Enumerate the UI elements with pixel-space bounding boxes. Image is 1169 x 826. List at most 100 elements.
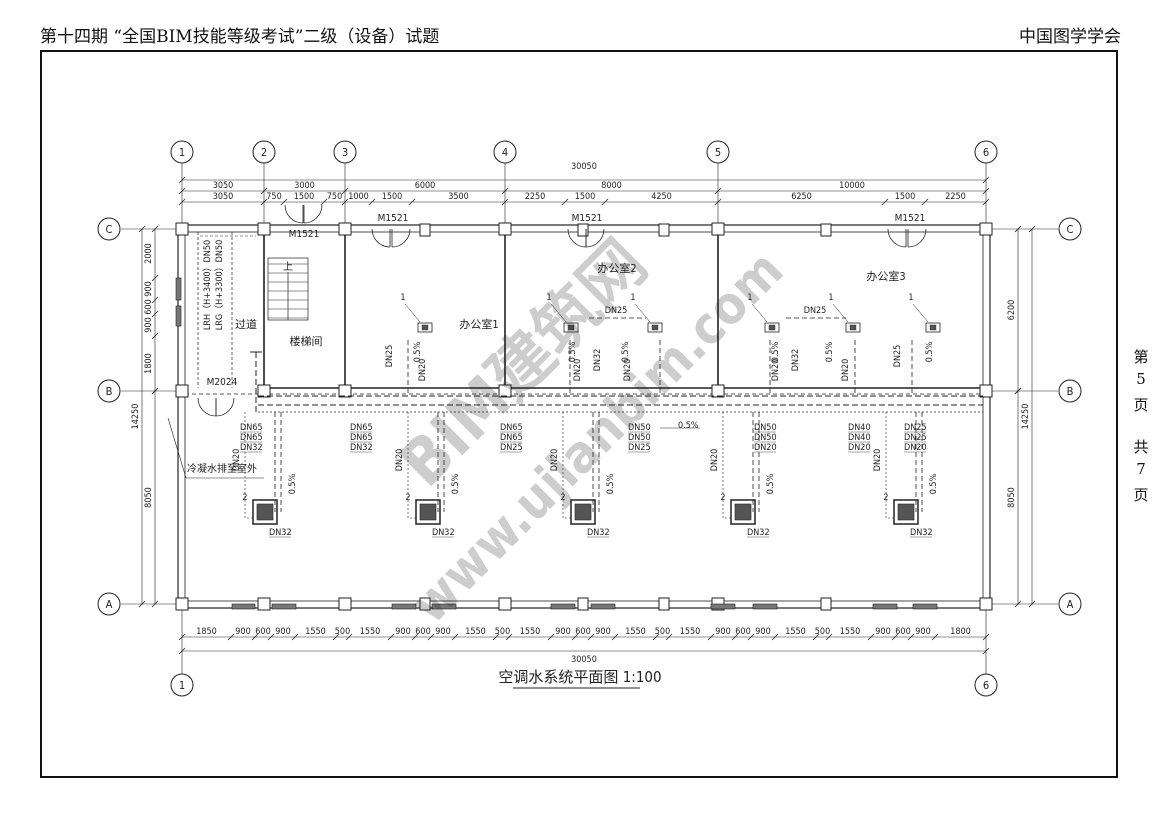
axis-label-top-6: 6 (983, 146, 989, 159)
axis-bubble-right-C (1058, 217, 1082, 241)
dim-bottom-total: 30050 (571, 655, 597, 665)
pipe-size-stack: DN20 (754, 443, 777, 453)
dim-bottom-row-value: 1550 (305, 627, 326, 637)
dim-top-row2-tick (280, 198, 288, 206)
dim-left-upper-tick (151, 332, 159, 340)
pipe-size-stack: DN40 (848, 423, 871, 433)
structural-column (979, 222, 993, 236)
drawing-title: 空调水系统平面图 1:100 (498, 668, 661, 686)
pipe-size-stack: DN65 (500, 433, 523, 443)
dim-bottom-total-tick (178, 647, 186, 655)
side-total-char-2: 页 (1133, 486, 1149, 504)
north-branch-size: DN20 (771, 359, 781, 382)
dim-right-lower-value: 8050 (1007, 487, 1017, 508)
room-label-corridor: 过道 (235, 317, 257, 331)
wall-pier (820, 597, 832, 611)
pipe-slope-label: 0.5% (678, 421, 699, 431)
condensate-leader (167, 417, 187, 479)
room-label-office-3: 办公室3 (866, 269, 905, 283)
fan-coil-north-callout: 1 (546, 293, 551, 303)
dim-bottom-row-value: 900 (755, 627, 770, 637)
dim-bottom-row-value: 1550 (785, 627, 806, 637)
dim-bottom-row-tick (907, 633, 915, 641)
branch-size-label: DN20 (710, 449, 720, 472)
dim-bottom-row-value: 1550 (680, 627, 701, 637)
north-slope-label: 0.5% (825, 341, 835, 362)
wall-pier (419, 223, 431, 237)
structural-column (175, 222, 189, 236)
dim-top-row1-tick (178, 187, 186, 195)
axis-label-left-A: A (106, 598, 113, 611)
fan-coil-north-callout: 1 (908, 293, 913, 303)
fan-coil-north-core (768, 324, 776, 331)
dim-top-row1-tick (260, 187, 268, 195)
dim-bottom-row-value: 900 (555, 627, 570, 637)
dim-bottom-row-value: 600 (895, 627, 910, 637)
dim-bottom-row-tick (867, 633, 875, 641)
dim-bottom-row-value: 1850 (196, 627, 217, 637)
dim-left-upper-value: 1800 (144, 353, 154, 374)
dim-bottom-row-value: 1550 (360, 627, 381, 637)
dim-bottom-row-tick (652, 633, 660, 641)
pipe-size-stack: DN65 (350, 433, 373, 443)
door-swing (303, 204, 323, 224)
side-page-number: 5 (1136, 370, 1146, 388)
fan-coil-drain-size: DN32 (269, 528, 292, 538)
branch-slope-label: 0.5% (451, 473, 461, 494)
north-branch-size: DN25 (385, 345, 395, 368)
callout-leader (404, 303, 421, 323)
door-label: M1521 (289, 229, 320, 240)
axis-label-right-A: A (1067, 598, 1074, 611)
dim-top-row2-value: 750 (327, 192, 342, 202)
north-branch-size: DN20 (418, 359, 428, 382)
dim-right-upper-tick (1014, 225, 1022, 233)
pipe-size-stack: DN32 (240, 443, 263, 453)
axis-label-bottom-6: 6 (983, 679, 989, 692)
dim-top-row2-value: 2250 (525, 192, 546, 202)
dim-bottom-row-value: 1550 (840, 627, 861, 637)
dim-top-row2-tick (260, 198, 268, 206)
axis-label-top-1: 1 (179, 146, 185, 159)
dim-bottom-row-tick (227, 633, 235, 641)
door-swing (284, 204, 304, 224)
fan-coil-north-callout: 1 (828, 293, 833, 303)
structural-column (257, 384, 271, 398)
door-swing (197, 397, 217, 417)
riser-label-lrh: LRH（H+3400）DN50 (202, 240, 213, 330)
dim-top-row2-value: 1000 (348, 192, 369, 202)
structural-column (498, 597, 512, 611)
structural-column (711, 384, 725, 398)
axis-label-right-B: B (1067, 385, 1074, 398)
dim-bottom-row-value: 900 (595, 627, 610, 637)
callout-leader (634, 303, 651, 323)
door-swing (391, 228, 411, 248)
dim-bottom-row-tick (332, 633, 340, 641)
callout-leader (550, 303, 567, 323)
dim-bottom-row-tick (891, 633, 899, 641)
dim-top-row1-tick (501, 187, 509, 195)
pipe-size-stack: DN50 (754, 433, 777, 443)
dim-left-upper-tick (151, 296, 159, 304)
north-branch-size: DN20 (841, 359, 851, 382)
dim-top-row1-value: 8000 (601, 181, 622, 191)
pipe-size-stack: DN32 (350, 443, 373, 453)
dim-left-lower-value: 8050 (144, 487, 154, 508)
dim-right-upper-value: 6200 (1007, 300, 1017, 321)
dim-bottom-row-tick (427, 633, 435, 641)
dim-top-row2-tick (982, 198, 990, 206)
dim-right-total-tick (1028, 600, 1036, 608)
callout-leader (751, 303, 768, 323)
room-label-office-2: 办公室2 (597, 261, 636, 275)
pipe-size-stack: DN50 (628, 423, 651, 433)
pipe-size-stack: DN25 (904, 433, 927, 443)
dim-bottom-row-value: 900 (715, 627, 730, 637)
dim-top-row2-tick (601, 198, 609, 206)
dim-bottom-row-tick (707, 633, 715, 641)
callout-leader (912, 303, 929, 323)
pipe-size-stack: DN65 (240, 433, 263, 443)
pipe-size-stack: DN25 (904, 423, 927, 433)
door-swing (907, 228, 927, 248)
door-swing (567, 228, 587, 248)
fan-coil-north-core (421, 324, 429, 331)
